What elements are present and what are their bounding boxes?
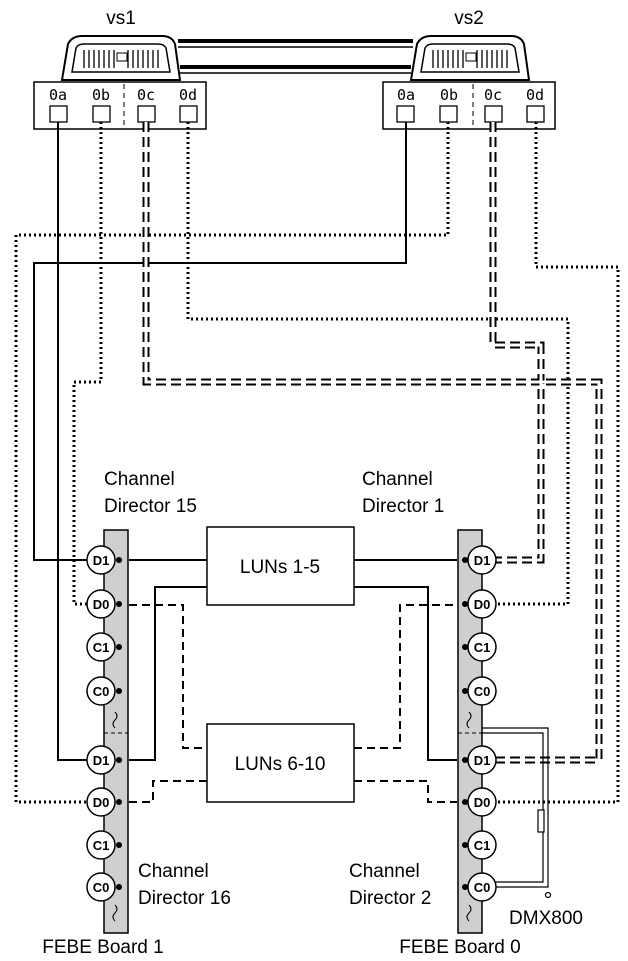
svg-text:C1: C1: [474, 640, 491, 655]
cd2-label-line2: Director 2: [349, 888, 431, 909]
vs2-chassis-icon: [409, 35, 531, 81]
cd1-c0-connector[interactable]: C0: [462, 676, 497, 706]
cd16-c1-connector[interactable]: C1: [86, 830, 122, 860]
dmx800-cable: [482, 727, 552, 899]
cd16-c0-connector[interactable]: C0: [86, 872, 122, 902]
febe-board-1-connectors: D1 D0 C1 C0 D1 D0 C1: [86, 545, 122, 902]
svg-text:D0: D0: [474, 597, 491, 612]
cd15-d0-connector[interactable]: D0: [86, 589, 122, 619]
vs2-port-panel: 0a 0b 0c 0d: [382, 81, 556, 130]
vs1-port-0a-label: 0a: [49, 86, 67, 104]
svg-text:D1: D1: [474, 553, 491, 568]
cd15-label-line1: Channel: [104, 469, 175, 490]
vs1-label: vs1: [106, 8, 136, 29]
cd16-d1-connector[interactable]: D1: [86, 745, 122, 775]
svg-text:C0: C0: [474, 880, 491, 895]
vs2-port-0d-label: 0d: [526, 86, 544, 104]
vs2-port-0b-label: 0b: [440, 86, 458, 104]
cd1-label-line1: Channel: [362, 469, 433, 490]
dashed-links: [129, 604, 457, 803]
vs1-port-panel: 0a 0b 0c 0d: [33, 81, 207, 130]
svg-text:D0: D0: [93, 597, 110, 612]
luns-6-10-box: [206, 723, 355, 803]
vs1-port-0b-label: 0b: [92, 86, 110, 104]
vs2-port-0b[interactable]: [439, 105, 458, 123]
cd16-d0-connector[interactable]: D0: [86, 787, 122, 817]
cd16-label-line2: Director 16: [138, 888, 231, 909]
vs1-port-0c[interactable]: [137, 105, 156, 123]
vs1-port-0c-label: 0c: [137, 86, 155, 104]
vs2-port-0d[interactable]: [526, 105, 545, 123]
cd1-c1-connector[interactable]: C1: [462, 632, 497, 662]
cd1-label-line2: Director 1: [362, 496, 444, 517]
cd2-label-line1: Channel: [349, 861, 420, 882]
vs1-port-0a[interactable]: [49, 105, 68, 123]
vs2-port-0c-label: 0c: [484, 86, 502, 104]
dotted-cables: [14, 122, 620, 804]
svg-text:C0: C0: [93, 880, 110, 895]
luns-1-5-box: [206, 526, 355, 606]
cd15-label-line2: Director 15: [104, 496, 197, 517]
cd1-d1-connector[interactable]: D1: [462, 545, 497, 575]
cd2-c1-connector[interactable]: C1: [462, 830, 497, 860]
svg-text:C0: C0: [93, 684, 110, 699]
vs1-port-0d-label: 0d: [179, 86, 197, 104]
svg-text:D0: D0: [474, 795, 491, 810]
luns-1-5-label: LUNs 1-5: [240, 557, 320, 578]
svg-text:D1: D1: [474, 753, 491, 768]
vs2-port-0a[interactable]: [396, 105, 415, 123]
svg-text:D1: D1: [93, 553, 110, 568]
cd2-d0-connector[interactable]: D0: [462, 787, 497, 817]
dmx800-label: DMX800: [509, 908, 583, 929]
febe-board-0-label: FEBE Board 0: [399, 937, 520, 958]
svg-text:D0: D0: [93, 795, 110, 810]
luns-6-10-label: LUNs 6-10: [235, 754, 326, 775]
cd1-d0-connector[interactable]: D0: [462, 589, 497, 619]
cd16-label-line1: Channel: [138, 861, 209, 882]
febe-board-0-connectors: D1 D0 C1 C0 D1 D0 C1: [462, 545, 497, 902]
svg-text:D1: D1: [93, 753, 110, 768]
svg-text:C1: C1: [93, 640, 110, 655]
svg-text:C1: C1: [474, 838, 491, 853]
vs1-port-0b[interactable]: [92, 105, 111, 123]
cd15-c0-connector[interactable]: C0: [86, 676, 122, 706]
vs2-port-0c[interactable]: [484, 105, 503, 123]
solid-cables: [33, 122, 457, 761]
cd15-c1-connector[interactable]: C1: [86, 632, 122, 662]
febe-board-1-label: FEBE Board 1: [42, 937, 163, 958]
cd15-d1-connector[interactable]: D1: [86, 545, 122, 575]
vs1-port-0d[interactable]: [179, 105, 198, 123]
cd2-d1-connector[interactable]: D1: [462, 745, 497, 775]
vs2-label: vs2: [454, 8, 484, 29]
double-dashed-cables: [142, 122, 603, 764]
svg-text:C0: C0: [474, 684, 491, 699]
vs1-chassis-icon: [60, 35, 182, 81]
cluster-interconnect: [178, 39, 413, 74]
cd2-c0-connector[interactable]: C0: [462, 872, 497, 902]
svg-text:C1: C1: [93, 838, 110, 853]
febe-board-1: [103, 529, 129, 934]
vs2-port-0a-label: 0a: [397, 86, 415, 104]
